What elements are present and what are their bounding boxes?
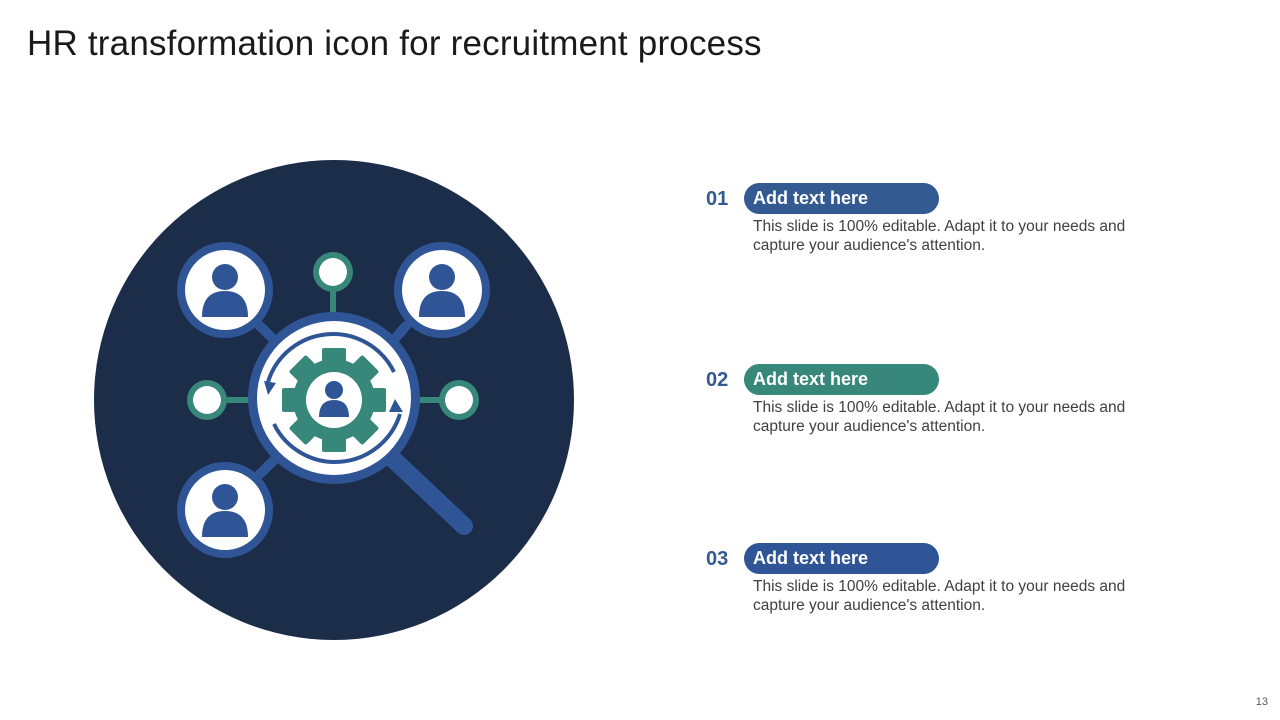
user-node-top-left [177, 242, 273, 338]
user-node-top-right [394, 242, 490, 338]
item-number: 01 [706, 188, 729, 210]
item-number: 03 [706, 548, 729, 570]
item-number: 02 [706, 369, 729, 391]
user-icon [202, 264, 248, 317]
item-label-pill[interactable]: Add text here [744, 183, 939, 214]
page-number: 13 [1255, 696, 1268, 708]
user-icon [419, 264, 465, 317]
teal-node-top [313, 252, 353, 292]
user-icon [202, 484, 248, 537]
teal-node-left [187, 380, 227, 420]
user-icon [319, 381, 349, 417]
item-label-pill[interactable]: Add text here [744, 543, 939, 574]
teal-node-right [439, 380, 479, 420]
recruitment-illustration [94, 160, 574, 640]
user-node-bottom-left [177, 462, 273, 558]
item-description: This slide is 100% editable. Adapt it to… [753, 578, 1126, 614]
item-description: This slide is 100% editable. Adapt it to… [753, 399, 1126, 435]
item-label-pill[interactable]: Add text here [744, 364, 939, 395]
item-description: This slide is 100% editable. Adapt it to… [753, 218, 1126, 254]
refresh-arrows-icon [266, 332, 402, 464]
slide-title: HR transformation icon for recruitment p… [27, 24, 762, 63]
